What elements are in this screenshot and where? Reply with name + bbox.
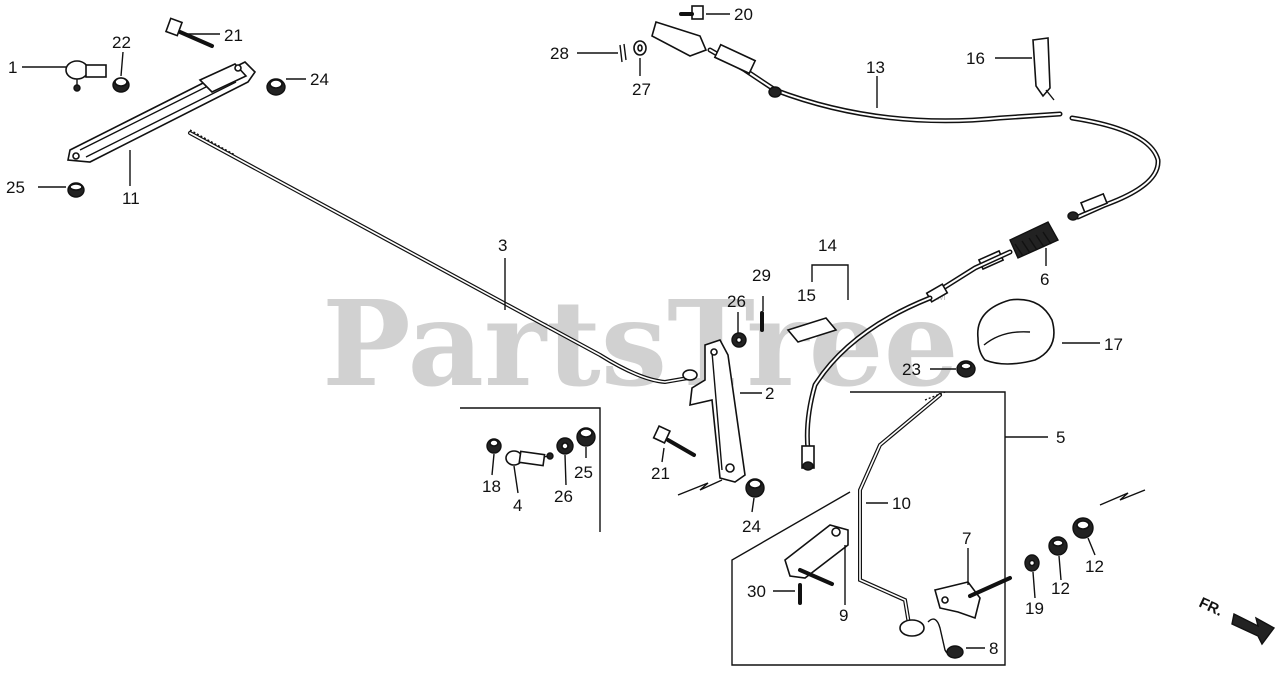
break-indicator-right xyxy=(1099,489,1146,506)
ball-joint-4[interactable] xyxy=(505,450,554,467)
lower-cable[interactable] xyxy=(801,295,933,471)
callout-10: 10 xyxy=(892,494,911,513)
bracket-2[interactable] xyxy=(682,339,746,483)
washer-19[interactable] xyxy=(1024,554,1040,572)
callout-12-b: 12 xyxy=(1085,557,1104,576)
knob-17[interactable] xyxy=(977,298,1055,365)
return-spring-8[interactable] xyxy=(927,618,964,659)
callout-4: 4 xyxy=(513,496,522,515)
callout-14: 14 xyxy=(818,236,837,255)
callout-23: 23 xyxy=(902,360,921,379)
callout-15: 15 xyxy=(797,286,816,305)
stay-plate[interactable] xyxy=(67,61,257,163)
label-15[interactable] xyxy=(786,317,838,343)
nut-24-top[interactable] xyxy=(266,78,286,96)
callout-22: 22 xyxy=(112,33,131,52)
callout-24-top: 24 xyxy=(310,70,329,89)
callout-29: 29 xyxy=(752,266,771,285)
nut-18[interactable] xyxy=(486,438,502,454)
nut-12-b[interactable] xyxy=(1072,517,1094,539)
bolt-21-mid[interactable] xyxy=(652,424,696,457)
nut-12-a[interactable] xyxy=(1048,536,1068,556)
callout-21-top: 21 xyxy=(224,26,243,45)
clip-16[interactable] xyxy=(1032,37,1055,101)
shift-lever-10[interactable] xyxy=(858,391,946,637)
callout-21-mid: 21 xyxy=(651,464,670,483)
leader-lines xyxy=(22,13,1100,649)
washer-26-left[interactable] xyxy=(556,437,574,455)
washer-27[interactable] xyxy=(633,40,647,56)
cable-spring-6[interactable] xyxy=(925,221,1059,303)
callout-26-left: 26 xyxy=(554,487,573,506)
nut-24-mid[interactable] xyxy=(745,478,765,498)
callout-labels: 1 2 3 4 5 6 7 8 9 10 11 12 12 13 14 15 1… xyxy=(6,5,1123,658)
callout-16: 16 xyxy=(966,49,985,68)
callout-8: 8 xyxy=(989,639,998,658)
bolt-20[interactable] xyxy=(679,5,704,20)
ball-joint-1[interactable] xyxy=(65,60,107,92)
callout-12-a: 12 xyxy=(1051,579,1070,598)
pivot-bracket-7[interactable] xyxy=(934,576,1012,620)
callout-19: 19 xyxy=(1025,599,1044,618)
callout-9: 9 xyxy=(839,606,848,625)
subassembly-bracket-left xyxy=(460,407,601,532)
callout-18: 18 xyxy=(482,477,501,496)
callout-3: 3 xyxy=(498,236,507,255)
callout-5: 5 xyxy=(1056,428,1065,447)
front-label: FR. xyxy=(1196,594,1225,620)
callout-24-mid: 24 xyxy=(742,517,761,536)
callout-25-left: 25 xyxy=(6,178,25,197)
callout-26-mid: 26 xyxy=(727,292,746,311)
cotter-pin-28[interactable] xyxy=(619,43,627,63)
cable-13[interactable] xyxy=(651,20,1161,221)
subassembly-box-5 xyxy=(731,391,1006,666)
callout-27: 27 xyxy=(632,80,651,99)
callout-7: 7 xyxy=(962,529,971,548)
callout-30: 30 xyxy=(747,582,766,601)
callout-17: 17 xyxy=(1104,335,1123,354)
washer-26-mid[interactable] xyxy=(731,332,747,348)
bracket-14 xyxy=(811,264,849,300)
callout-20: 20 xyxy=(734,5,753,24)
front-arrow-icon xyxy=(1231,612,1276,646)
callout-6: 6 xyxy=(1040,270,1049,289)
control-rod[interactable] xyxy=(188,129,690,385)
callout-28: 28 xyxy=(550,44,569,63)
callout-11: 11 xyxy=(122,189,140,208)
nut-25-right[interactable] xyxy=(576,427,596,447)
callout-25-right: 25 xyxy=(574,463,593,482)
callout-1: 1 xyxy=(8,58,17,77)
callout-2: 2 xyxy=(765,384,774,403)
front-direction-indicator: FR. xyxy=(1196,594,1276,646)
bolt-21-top[interactable] xyxy=(164,17,214,48)
callout-13: 13 xyxy=(866,58,885,77)
nut-23[interactable] xyxy=(956,360,976,378)
nut-22[interactable] xyxy=(112,77,130,93)
nut-25-left[interactable] xyxy=(67,182,85,198)
break-indicator-left xyxy=(677,479,723,496)
arm-9[interactable] xyxy=(784,524,849,586)
